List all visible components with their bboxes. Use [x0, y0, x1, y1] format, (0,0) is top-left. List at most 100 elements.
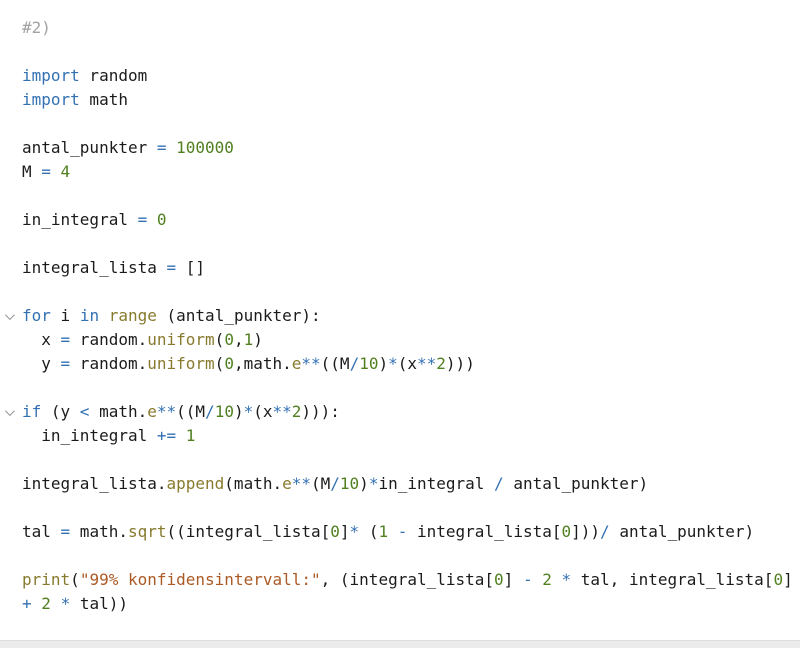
token-pl: (math.	[224, 474, 283, 493]
token-pl: integral_lista.	[22, 474, 167, 493]
token-num: 4	[60, 162, 71, 181]
token-op: <	[79, 402, 90, 421]
code-text: y = random.uniform(0,math.e**((M/10)*(x*…	[22, 352, 475, 376]
token-pl: )	[233, 402, 244, 421]
token-num: 2	[436, 354, 446, 373]
token-num: 0	[494, 570, 504, 589]
token-pl: (antal_punkter):	[156, 306, 321, 325]
token-num: 0	[330, 522, 340, 541]
token-num: 1	[185, 426, 196, 445]
code-line: import random	[0, 64, 800, 88]
token-num: 2	[41, 594, 51, 613]
token-pl: x	[22, 330, 61, 349]
code-line	[0, 112, 800, 136]
token-pl: ))):	[301, 402, 340, 421]
code-text: #2)	[22, 16, 51, 40]
token-pl: math.	[89, 402, 148, 421]
token-pl: tal, integral_lista[	[571, 570, 774, 589]
token-kw: import	[22, 90, 80, 109]
token-pl: )	[253, 330, 263, 349]
code-text: x = random.uniform(0,1)	[22, 328, 263, 352]
fold-toggle[interactable]	[0, 309, 22, 320]
token-op: =	[60, 354, 71, 373]
code-line: integral_lista.append(math.e**(M/10)*in_…	[0, 472, 800, 496]
token-op: +=	[156, 426, 177, 445]
token-op: =	[60, 522, 71, 541]
token-pl: ((M	[176, 402, 206, 421]
token-pl	[51, 594, 61, 613]
token-num: 0	[224, 330, 234, 349]
token-op: *	[349, 522, 360, 541]
token-fn: print	[22, 570, 71, 589]
code-line: in_integral = 0	[0, 208, 800, 232]
token-pl: (x	[397, 354, 418, 373]
token-kw: for	[22, 306, 51, 325]
code-line	[0, 544, 800, 568]
token-op: =	[60, 330, 71, 349]
token-op: *	[60, 594, 71, 613]
token-num: 1	[243, 330, 254, 349]
token-pl: ,	[233, 330, 244, 349]
token-num: 10	[214, 402, 234, 421]
token-op: =	[156, 138, 167, 157]
token-pl: ]	[503, 570, 523, 589]
code-line	[0, 376, 800, 400]
code-line: in_integral += 1	[0, 424, 800, 448]
token-kw: in	[79, 306, 100, 325]
code-line: tal = math.sqrt((integral_lista[0]* (1 -…	[0, 520, 800, 544]
token-pl: math	[79, 90, 128, 109]
code-line	[0, 40, 800, 64]
token-pl: integral_lista[	[407, 522, 562, 541]
token-pl: tal))	[70, 594, 128, 613]
token-op: **	[272, 402, 292, 421]
token-pl: ]	[783, 570, 793, 589]
token-pl: M	[22, 162, 42, 181]
token-op: /	[349, 354, 360, 373]
fold-toggle[interactable]	[0, 405, 22, 416]
token-op: /	[330, 474, 340, 493]
token-kw: import	[22, 66, 80, 85]
token-pl: ]	[339, 522, 350, 541]
chevron-down-icon	[4, 405, 15, 416]
token-pl: ((integral_lista[	[166, 522, 331, 541]
token-fn: uniform	[147, 354, 215, 373]
token-pl	[176, 426, 186, 445]
token-pl: random	[79, 66, 148, 85]
code-line	[0, 496, 800, 520]
token-str: "99% konfidensintervall:"	[79, 570, 321, 589]
code-text: M = 4	[22, 160, 70, 184]
token-op: -	[522, 570, 533, 589]
token-pl: )	[378, 354, 389, 373]
token-com: #2)	[22, 18, 51, 37]
token-pl: ((M	[320, 354, 350, 373]
token-pl: (	[359, 522, 379, 541]
token-pl: (x	[253, 402, 273, 421]
token-pl: (	[214, 330, 225, 349]
token-pl: []	[176, 258, 206, 277]
chevron-down-icon	[4, 309, 15, 320]
code-text: integral_lista.append(math.e**(M/10)*in_…	[22, 472, 648, 496]
code-line: antal_punkter = 100000	[0, 136, 800, 160]
token-op: *	[561, 570, 572, 589]
token-pl: ]))	[571, 522, 601, 541]
token-num: 0	[773, 570, 784, 589]
code-line	[0, 232, 800, 256]
token-pl: antal_punkter)	[503, 474, 649, 493]
code-text: integral_lista = []	[22, 256, 205, 280]
token-pl: (	[214, 354, 225, 373]
token-op: *	[388, 354, 398, 373]
token-pl	[51, 162, 61, 181]
token-fn: range	[108, 306, 157, 325]
token-pl	[167, 138, 177, 157]
token-num: 2	[291, 402, 302, 421]
code-line: for i in range (antal_punkter):	[0, 304, 800, 328]
token-pl	[32, 594, 42, 613]
token-op: =	[166, 258, 177, 277]
token-fn: e	[282, 474, 292, 493]
token-pl: random.	[70, 330, 148, 349]
token-pl: antal_punkter)	[609, 522, 755, 541]
token-pl: (y	[41, 402, 80, 421]
token-pl: in_integral	[22, 426, 157, 445]
